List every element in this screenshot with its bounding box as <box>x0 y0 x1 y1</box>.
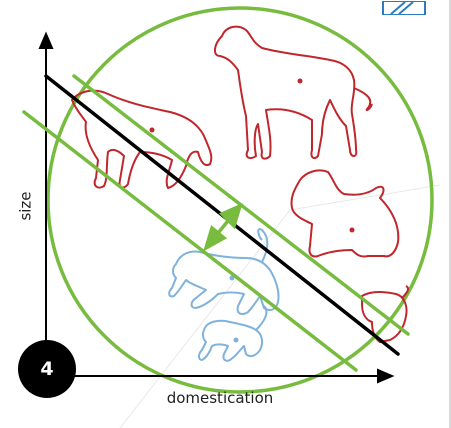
y-axis-label-text: size <box>17 191 35 221</box>
axes <box>38 31 395 384</box>
dog-small <box>361 291 408 343</box>
x-axis-label: domestication <box>166 389 274 407</box>
dog-tall-dot <box>297 78 303 84</box>
right-edge-border <box>449 0 451 428</box>
x-axis-arrow <box>377 368 395 384</box>
corner-graphic <box>379 0 427 16</box>
enclosing-circle <box>46 6 434 394</box>
step-number-badge: 4 <box>18 340 76 398</box>
cat-small-dot <box>233 337 239 343</box>
y-axis-label: size <box>14 186 38 226</box>
cat-small <box>198 319 264 362</box>
margin-arrow <box>203 202 243 252</box>
dog-left <box>71 89 213 189</box>
dog-group <box>71 25 410 343</box>
dog-tall <box>214 25 358 160</box>
dog-scottie <box>290 169 400 258</box>
dog-scottie-dot <box>349 227 355 233</box>
margin-line-lower <box>22 110 358 372</box>
margin-lines <box>22 74 410 372</box>
dog-tall-tail <box>353 87 373 112</box>
dog-left-dot <box>149 127 155 133</box>
cat-large <box>168 250 280 315</box>
cat-small-tail <box>255 305 268 331</box>
dog-small-tail <box>401 285 410 299</box>
y-axis-arrow <box>38 31 54 49</box>
